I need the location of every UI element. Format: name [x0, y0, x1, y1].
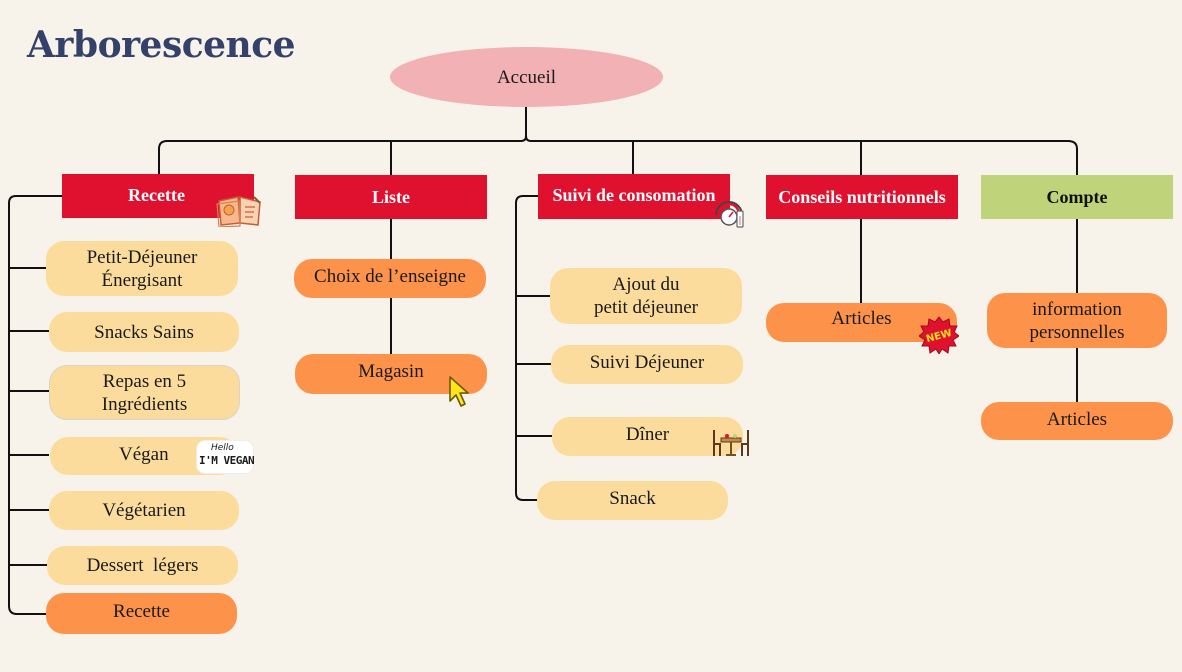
cursor-arrow-icon — [449, 376, 469, 407]
recette-item-snacks[interactable]: Snacks Sains — [49, 312, 239, 352]
recette-item-label: Dessert légers — [86, 555, 199, 576]
conseils-item-label: Articles — [831, 308, 892, 329]
branch-recette-label: Recette — [128, 184, 185, 205]
recette-item-label: Repas en 5 Ingrédients — [101, 370, 188, 415]
branch-suivi[interactable]: Suivi de consomation — [538, 174, 730, 219]
liste-item-label: Choix de l’enseigne — [314, 266, 466, 287]
suivi-item-ajout[interactable]: Ajout du petit déjeuner — [550, 268, 742, 324]
root-label: Accueil — [496, 66, 557, 88]
recette-item-label: Recette — [113, 601, 170, 622]
root-accueil[interactable]: Accueil — [390, 47, 663, 107]
new-badge-icon: NEW — [919, 316, 959, 354]
vegan-sticker-big: I'M VEGAN — [199, 454, 255, 467]
branch-conseils-label: Conseils nutritionnels — [778, 187, 946, 207]
branch-liste-label: Liste — [372, 187, 410, 207]
suivi-item-label: Snack — [609, 488, 656, 509]
recette-item-label: Végan — [119, 443, 169, 465]
compte-item-label: Articles — [1046, 408, 1108, 430]
suivi-item-label: Suivi Déjeuner — [589, 352, 705, 373]
recette-item-label: Petit-Déjeuner Énergisant — [86, 246, 198, 291]
compte-item-articles[interactable]: Articles — [981, 402, 1173, 440]
vegan-sticker: Hello I'M VEGAN — [197, 441, 255, 473]
compte-item-information[interactable]: information personnelles — [987, 293, 1167, 348]
recipe-book-icon — [216, 196, 261, 227]
recette-item-dessert[interactable]: Dessert légers — [47, 546, 238, 585]
suivi-item-label: Dîner — [625, 424, 670, 445]
recette-item-label: Snacks Sains — [94, 321, 194, 343]
branch-compte[interactable]: Compte — [981, 175, 1173, 219]
compte-item-label: information personnelles — [1029, 298, 1125, 343]
recette-item-recette[interactable]: Recette — [46, 593, 237, 634]
page-title: Arborescence — [27, 24, 296, 66]
recette-item-label: Végétarien — [102, 500, 186, 521]
branch-recette[interactable]: Recette — [62, 174, 254, 218]
recette-item-vegetarien[interactable]: Végétarien — [49, 491, 239, 530]
liste-item-label: Magasin — [358, 360, 424, 382]
branch-suivi-label: Suivi de consomation — [552, 184, 716, 205]
suivi-item-label: Ajout du petit déjeuner — [594, 274, 698, 318]
liste-item-enseigne[interactable]: Choix de l’enseigne — [294, 259, 486, 298]
recette-item-petit-dejeuner[interactable]: Petit-Déjeuner Énergisant — [46, 241, 238, 296]
suivi-item-dejeuner[interactable]: Suivi Déjeuner — [551, 345, 743, 384]
branch-compte-label: Compte — [1046, 187, 1108, 207]
suivi-item-diner[interactable]: Dîner — [552, 417, 743, 456]
suivi-item-snack[interactable]: Snack — [537, 481, 728, 520]
recette-item-repas-5[interactable]: Repas en 5 Ingrédients — [49, 365, 240, 420]
vegan-sticker-small: Hello — [211, 443, 234, 453]
branch-conseils[interactable]: Conseils nutritionnels — [766, 175, 958, 219]
dining-table-icon — [713, 430, 749, 456]
weighing-scale-icon — [715, 201, 744, 228]
branch-liste[interactable]: Liste — [295, 175, 487, 219]
